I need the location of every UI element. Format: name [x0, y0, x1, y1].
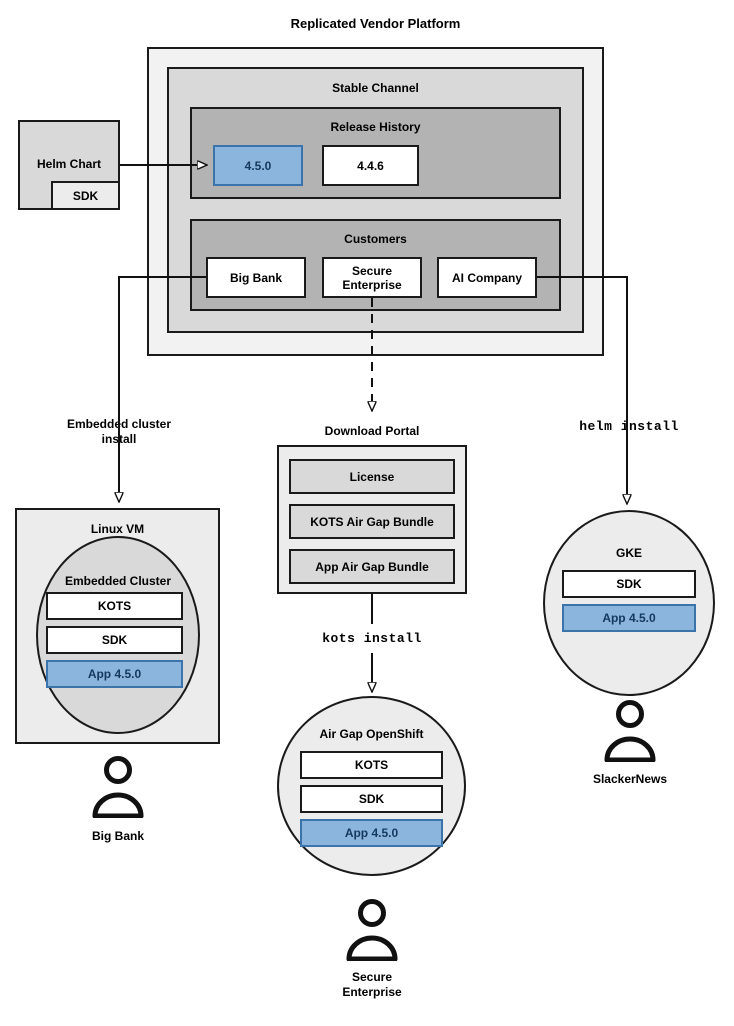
target-linux-vm-title: Linux VM: [90, 522, 145, 536]
linux-vm-component-kots[interactable]: KOTS: [46, 592, 183, 620]
edge-label-helm-install: helm install: [579, 419, 679, 434]
person-icon: [92, 756, 144, 819]
edge-label-kots-install: kots install: [322, 631, 422, 646]
target-gke-title: GKE: [615, 546, 642, 560]
stable-channel-title: Stable Channel: [332, 81, 419, 95]
target-gke-ellipse: GKE: [543, 510, 715, 696]
customers-title: Customers: [344, 232, 407, 246]
openshift-component-kots[interactable]: KOTS: [300, 751, 443, 779]
embedded-cluster-title: Embedded Cluster: [64, 574, 172, 588]
release-history-title: Release History: [330, 120, 421, 134]
actor-label-slackernews: SlackerNews: [592, 772, 668, 786]
actor-slackernews: [594, 700, 666, 763]
gke-component-sdk[interactable]: SDK: [562, 570, 696, 598]
actor-label-big-bank: Big Bank: [91, 829, 144, 843]
person-icon: [346, 899, 398, 962]
helm-chart-sdk-box[interactable]: SDK: [51, 181, 120, 210]
diagram-title: Replicated Vendor Platform: [290, 16, 461, 31]
customer-ai-company[interactable]: AI Company: [437, 257, 537, 298]
download-portal-title: Download Portal: [324, 424, 420, 438]
release-4-5-0[interactable]: 4.5.0: [213, 145, 303, 186]
release-4-4-6[interactable]: 4.4.6: [322, 145, 419, 186]
openshift-component-sdk[interactable]: SDK: [300, 785, 443, 813]
actor-label-secure-enterprise: Secure Enterprise: [342, 970, 402, 999]
portal-artifact-kots-air-gap-bundle[interactable]: KOTS Air Gap Bundle: [289, 504, 455, 539]
person-icon: [604, 700, 656, 763]
gke-component-app[interactable]: App 4.5.0: [562, 604, 696, 632]
portal-artifact-app-air-gap-bundle[interactable]: App Air Gap Bundle: [289, 549, 455, 584]
actor-secure-enterprise: [336, 899, 408, 962]
actor-big-bank: [82, 756, 154, 819]
customer-big-bank[interactable]: Big Bank: [206, 257, 306, 298]
linux-vm-component-sdk[interactable]: SDK: [46, 626, 183, 654]
openshift-component-app[interactable]: App 4.5.0: [300, 819, 443, 847]
customer-secure-enterprise[interactable]: Secure Enterprise: [322, 257, 422, 298]
linux-vm-component-app[interactable]: App 4.5.0: [46, 660, 183, 688]
target-air-gap-openshift-title: Air Gap OpenShift: [319, 727, 424, 741]
edge-label-embedded-cluster-install: Embedded cluster install: [66, 417, 172, 446]
helm-chart-label: Helm Chart: [36, 157, 101, 171]
portal-artifact-license[interactable]: License: [289, 459, 455, 494]
